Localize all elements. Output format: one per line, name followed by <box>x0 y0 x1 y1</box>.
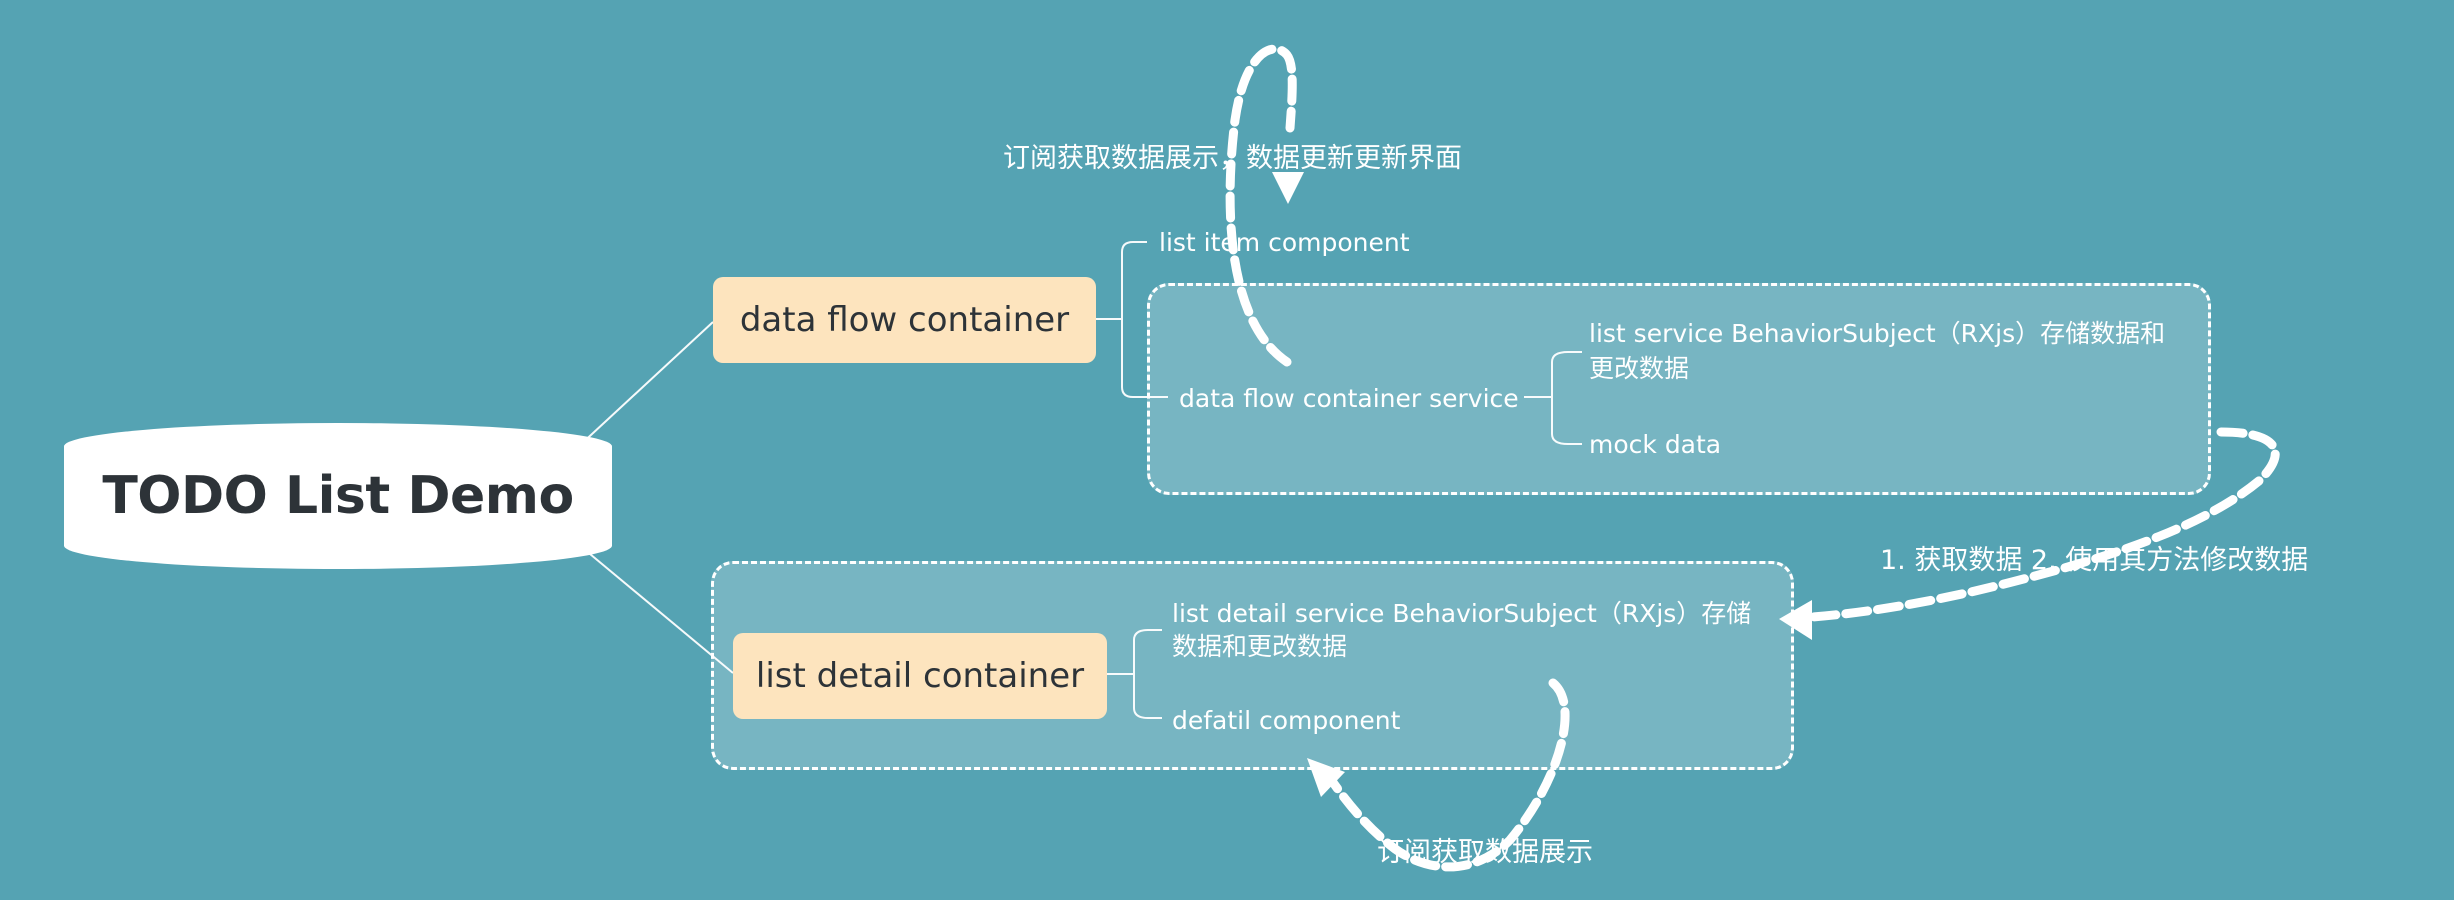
root-topic-label: TODO List Demo <box>102 466 574 526</box>
data-flow-container-service-topic[interactable]: data flow container service <box>1179 384 1519 413</box>
list-detail-service-topic-line2: 数据和更改数据 <box>1172 632 1348 661</box>
mock-data-topic[interactable]: mock data <box>1589 430 1722 459</box>
data-flow-container-label: data flow container <box>739 300 1070 340</box>
detail-component-topic[interactable]: defatil component <box>1172 706 1401 735</box>
root-to-data-flow-line <box>577 321 714 448</box>
list-service-behavior-subject-topic-line1[interactable]: list service BehaviorSubject（RXjs）存储数据和 <box>1589 319 2166 348</box>
bottom-annotation: 订阅获取数据展示 <box>1377 837 1593 868</box>
list-item-component-topic[interactable]: list item component <box>1159 228 1410 257</box>
bottom-arrow-head <box>1307 758 1345 797</box>
list-detail-service-topic-line1[interactable]: list detail service BehaviorSubject（RXjs… <box>1172 599 1752 628</box>
top-annotation: 订阅获取数据展示，数据更新更新界面 <box>1003 143 1462 174</box>
root-topic[interactable]: TODO List Demo <box>64 423 612 569</box>
right-arrow-head <box>1779 600 1812 640</box>
data-flow-container-node[interactable]: data flow container <box>713 277 1096 363</box>
list-detail-container-label: list detail container <box>755 656 1085 696</box>
data-flow-to-children-line <box>1096 241 1168 398</box>
service-to-children-line <box>1524 351 1582 445</box>
data-flow-service-group <box>1147 283 2211 495</box>
right-arrow-path <box>1792 427 2280 623</box>
list-detail-to-children-line <box>1107 629 1162 719</box>
bottom-arrow-path <box>1325 678 1570 872</box>
root-to-list-detail-line <box>583 548 734 674</box>
list-detail-container-node[interactable]: list detail container <box>733 633 1107 719</box>
right-annotation: 1. 获取数据 2. 使用其方法修改数据 <box>1880 545 2309 576</box>
top-arrow-head <box>1272 172 1304 204</box>
top-loop-arrow-path <box>1225 44 1297 367</box>
list-service-behavior-subject-topic-line2: 更改数据 <box>1589 354 1690 383</box>
